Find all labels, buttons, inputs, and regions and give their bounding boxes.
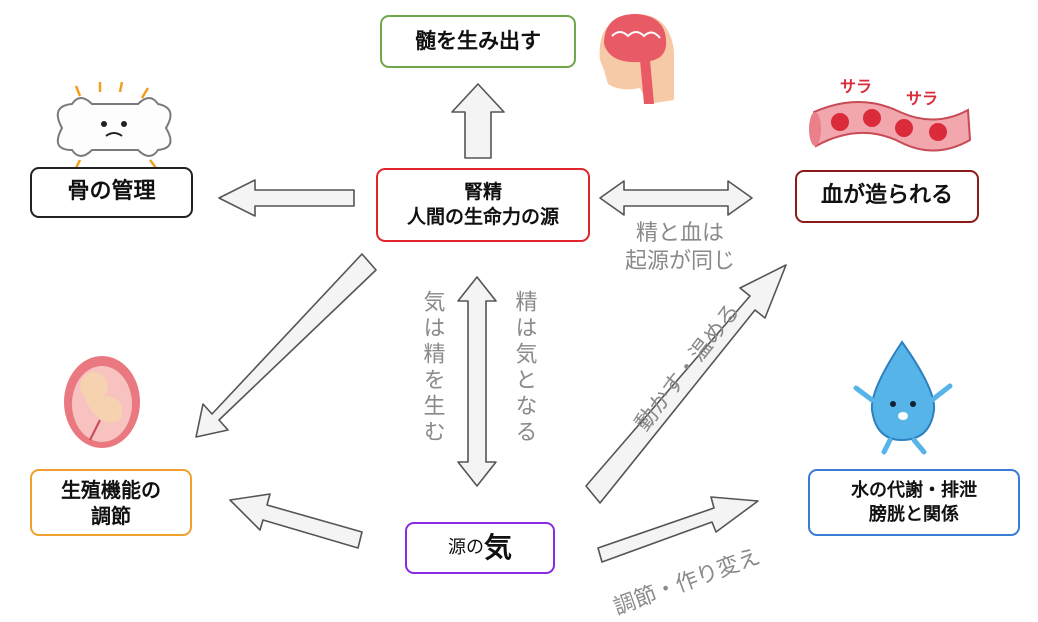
reproduction-line1: 生殖機能の (61, 477, 161, 502)
arrow-double-blood (599, 180, 753, 216)
arrow-up-marrow (451, 83, 505, 159)
essence-blood-line1: 精と血は (635, 221, 724, 246)
label-essence-blood: 精と血は 起源が同じ (610, 220, 750, 275)
blood-vessel-icon: サラ サラ (809, 77, 972, 152)
arrow-double-qi (457, 276, 497, 487)
arrow-diag-reproduction (195, 253, 377, 438)
qi-main: 気 (483, 530, 512, 564)
marrow-label: 髄を生み出す (415, 28, 541, 53)
arrow-diag-blood (585, 264, 787, 504)
qi-prefix: 源の (447, 537, 484, 559)
node-qi: 源の 気 (405, 522, 555, 574)
brain-icon (599, 13, 674, 104)
node-blood: 血が造られる (795, 170, 979, 223)
fetus-icon (64, 356, 140, 448)
label-qi-from-essence: 気は精を生む (419, 290, 445, 446)
node-center: 腎精 人間の生命力の源 (376, 168, 590, 242)
node-water: 水の代謝・排泄 膀胱と関係 (808, 469, 1020, 536)
arrow-left-qi-reproduction (229, 493, 363, 549)
blood-text-1: サラ (840, 77, 872, 96)
water-line2: 膀胱と関係 (869, 503, 959, 525)
arrow-right-water (597, 496, 759, 563)
water-drop-icon (853, 340, 953, 455)
essence-blood-line2: 起源が同じ (624, 248, 735, 274)
blood-label: 血が造られる (820, 183, 953, 209)
center-title: 腎精 (463, 181, 502, 204)
node-marrow: 髄を生み出す (380, 15, 576, 68)
bone-icon (56, 81, 172, 169)
arrow-left-bone (218, 179, 355, 217)
water-line1: 水の代謝・排泄 (851, 480, 977, 502)
label-essence-to-qi: 精は気となる (511, 290, 537, 446)
center-subtitle: 人間の生命力の源 (406, 206, 559, 228)
node-reproduction: 生殖機能の 調節 (30, 469, 192, 536)
reproduction-line2: 調節 (91, 503, 131, 528)
blood-text-2: サラ (906, 89, 938, 108)
node-bone: 骨の管理 (30, 167, 193, 218)
bone-label: 骨の管理 (67, 179, 156, 205)
